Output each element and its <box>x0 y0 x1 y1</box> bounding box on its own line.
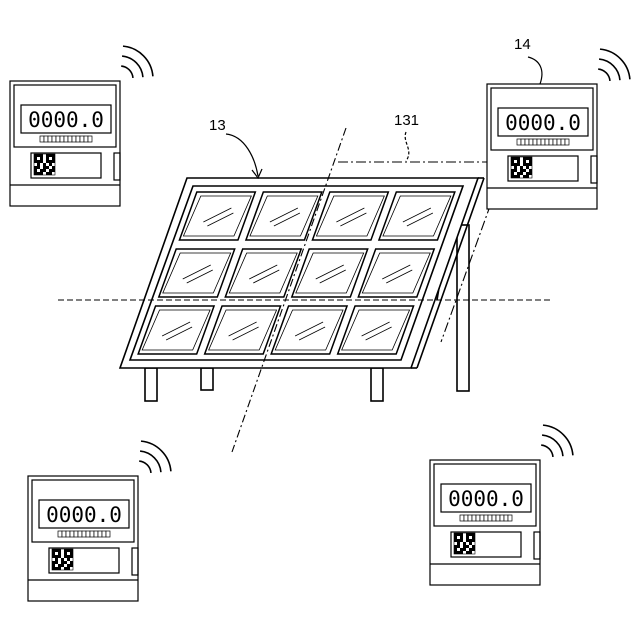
meter-reading: 0000.0 <box>28 108 104 132</box>
panel-support-leg <box>145 368 157 401</box>
panel-support-leg <box>371 368 383 401</box>
wireless-signal-icon <box>121 46 153 78</box>
meter-counter-segment <box>476 515 480 521</box>
meter-counter-segment <box>468 515 472 521</box>
meter-body <box>28 476 138 601</box>
meter-counter-segment <box>500 515 504 521</box>
meter-counter-segment <box>88 136 92 142</box>
meter-counter-segment <box>40 136 44 142</box>
meter-body <box>430 460 540 585</box>
wireless-signal-icon <box>598 49 630 81</box>
meter-counter-segment <box>62 531 66 537</box>
label-14: 14 <box>514 36 531 53</box>
meter-reading: 0000.0 <box>505 111 581 135</box>
meter-counter-segment <box>44 136 48 142</box>
meter-counter-segment <box>561 139 565 145</box>
leader-13 <box>226 134 258 176</box>
meter-counter-segment <box>508 515 512 521</box>
meter-counter-segment <box>98 531 102 537</box>
qr-code <box>454 533 475 554</box>
panel-support-leg <box>201 368 213 390</box>
meter-counter-segment <box>56 136 60 142</box>
solar-panel <box>120 178 484 401</box>
meter-counter-segment <box>504 515 508 521</box>
meter-counter-segment <box>72 136 76 142</box>
qr-code <box>511 157 532 178</box>
meter-counter-segment <box>64 136 68 142</box>
meter-reading: 0000.0 <box>448 487 524 511</box>
meter-counter-segment <box>102 531 106 537</box>
meter-bottom-right: 0000.0 <box>430 425 573 585</box>
meter-counter-segment <box>106 531 110 537</box>
meter-counter-segment <box>565 139 569 145</box>
meter-counter-segment <box>78 531 82 537</box>
meter-counter-segment <box>529 139 533 145</box>
meter-counter-segment <box>484 515 488 521</box>
meter-counter-segment <box>464 515 468 521</box>
meter-counter-segment <box>541 139 545 145</box>
meter-counter-segment <box>537 139 541 145</box>
qr-code <box>52 549 73 570</box>
meter-counter-segment <box>517 139 521 145</box>
meter-top-right: 0000.0 <box>487 49 630 209</box>
meter-counter-segment <box>84 136 88 142</box>
meter-counter-segment <box>488 515 492 521</box>
meter-counter-segment <box>480 515 484 521</box>
meter-counter-segment <box>492 515 496 521</box>
meter-counter-segment <box>86 531 90 537</box>
meter-bottom-left: 0000.0 <box>28 441 171 601</box>
wireless-signal-icon <box>139 441 171 473</box>
meter-counter-segment <box>60 136 64 142</box>
meter-top-left: 0000.0 <box>10 46 153 206</box>
meter-counter-segment <box>557 139 561 145</box>
meter-counter-segment <box>496 515 500 521</box>
label-13: 13 <box>209 117 226 134</box>
meter-reading: 0000.0 <box>46 503 122 527</box>
qr-code <box>34 154 55 175</box>
meter-counter-segment <box>52 136 56 142</box>
meter-counter-segment <box>70 531 74 537</box>
wireless-signal-icon <box>541 425 573 457</box>
meter-counter-segment <box>66 531 70 537</box>
meter-counter-segment <box>82 531 86 537</box>
meter-counter-segment <box>533 139 537 145</box>
meter-counter-segment <box>68 136 72 142</box>
meter-counter-segment <box>472 515 476 521</box>
meter-counter-segment <box>80 136 84 142</box>
meter-body <box>487 84 597 209</box>
leader-131 <box>405 132 409 161</box>
label-131: 131 <box>394 112 419 129</box>
meter-counter-segment <box>76 136 80 142</box>
meter-counter-segment <box>94 531 98 537</box>
meter-counter-segment <box>74 531 78 537</box>
meter-body <box>10 81 120 206</box>
meter-counter-segment <box>545 139 549 145</box>
meter-counter-segment <box>90 531 94 537</box>
meter-counter-segment <box>58 531 62 537</box>
meter-counter-segment <box>48 136 52 142</box>
meter-counter-segment <box>460 515 464 521</box>
meter-counter-segment <box>525 139 529 145</box>
meter-counter-segment <box>521 139 525 145</box>
leader-14 <box>528 57 542 84</box>
meter-counter-segment <box>549 139 553 145</box>
meter-counter-segment <box>553 139 557 145</box>
